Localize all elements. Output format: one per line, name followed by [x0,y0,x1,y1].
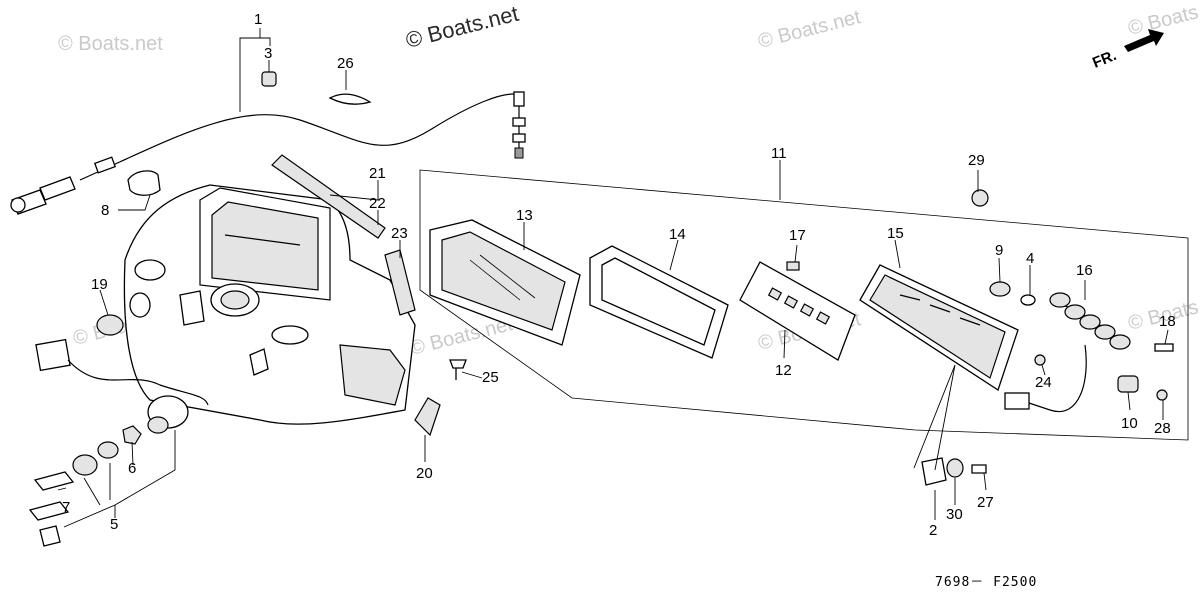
callout-17: 17 [789,227,806,244]
part-indicator-board-12 [739,261,856,361]
instrument-housing [123,184,416,425]
callout-22: 22 [369,195,386,212]
callout-12: 12 [775,362,792,379]
front-arrow-icon [1124,29,1164,52]
ignition-switch-group [28,338,209,547]
part-meter-case-15 [859,189,1019,392]
part-cover-13 [429,219,581,346]
callout-23: 23 [391,225,408,242]
callout-1: 1 [254,11,262,28]
callout-28: 28 [1154,420,1171,437]
callout-15: 15 [887,225,904,242]
callout-26: 26 [337,55,354,72]
part-bulb-4 [1020,294,1036,306]
callout-4: 4 [1026,250,1034,267]
front-direction-indicator: FR. [1090,29,1164,72]
part-nut-29 [971,189,989,207]
callout-13: 13 [516,207,533,224]
part-bulb-17 [786,261,800,271]
part-screw-18 [1154,343,1174,352]
watermark-faint-2: © Boats.net [756,6,863,53]
callout-24: 24 [1035,374,1052,391]
part-washer-30 [946,458,964,478]
drawing-code: 7698－ F2500 [935,575,1037,590]
callout-6: 6 [128,460,136,477]
callout-20: 20 [416,465,433,482]
callout-21: 21 [369,165,386,182]
part-wire-harness-16 [1004,292,1131,413]
callout-30: 30 [946,506,963,523]
callout-5: 5 [110,516,118,533]
part-plug-19 [96,314,124,336]
callout-numbers: 1 3 26 8 21 22 23 19 11 13 14 17 12 15 2… [62,11,1176,539]
callout-2: 2 [929,522,937,539]
callout-14: 14 [669,226,686,243]
callout-8: 8 [101,202,109,219]
part-bolt-27 [971,464,987,474]
callout-18: 18 [1159,313,1176,330]
callout-25: 25 [482,369,499,386]
callout-29: 29 [968,152,985,169]
assembly-boundary [419,169,1189,441]
callout-27: 27 [977,494,994,511]
part-bracket-2 [921,457,947,486]
leader-lines [57,28,1169,528]
part-grommet-3 [261,71,277,87]
part-grommet-24 [1034,354,1046,366]
speedometer-cable [10,91,526,215]
part-gasket-14 [589,245,729,359]
part-indicator-strip-22 [271,154,386,239]
part-lens-23 [384,249,416,316]
part-fuel-gauge-cap-8 [127,170,161,196]
part-pad-20 [414,397,441,437]
callout-9: 9 [995,242,1003,259]
part-bracket-10 [1117,375,1139,393]
callout-3: 3 [264,45,272,62]
part-screw-25 [449,359,467,380]
callout-16: 16 [1076,262,1093,279]
callout-11: 11 [771,145,787,162]
watermark-faint-1: © Boats.net [58,33,163,55]
part-screw-28 [1156,389,1168,401]
callout-19: 19 [91,276,108,293]
part-clamp-26 [328,93,372,105]
callout-10: 10 [1121,415,1138,432]
front-label: FR. [1090,47,1119,72]
callout-7: 7 [62,499,70,516]
watermark-main: © Boats.net [403,1,521,53]
part-cap-9 [989,281,1011,297]
